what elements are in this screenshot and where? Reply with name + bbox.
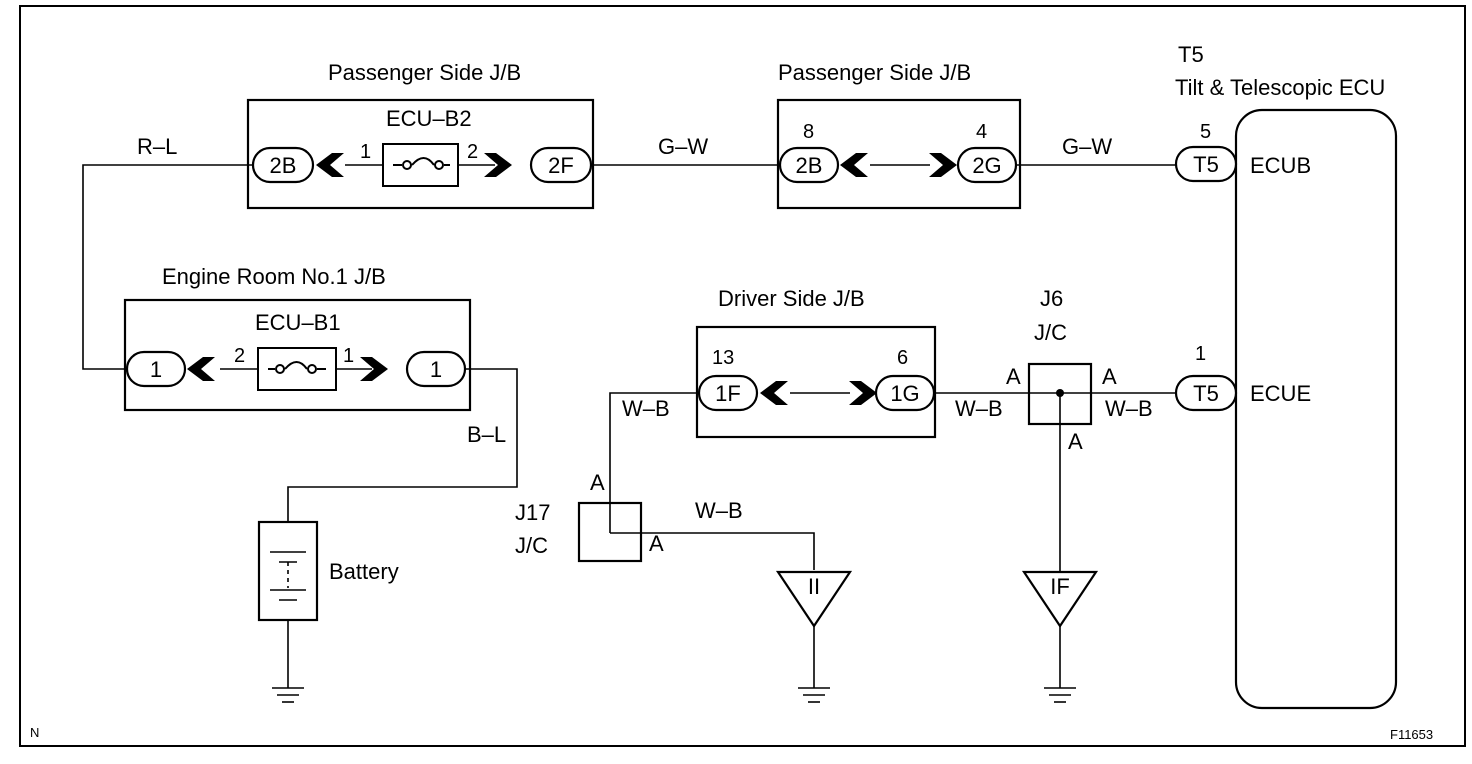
ground-if-label: IF — [1050, 574, 1070, 599]
passenger-jb-2: Passenger Side J/B 8 4 2B 2G — [776, 60, 1022, 210]
passenger-jb-1-title: Passenger Side J/B — [328, 60, 521, 85]
wire-bl: B–L — [467, 422, 506, 447]
j6-id: J6 — [1040, 286, 1063, 311]
j17-id: J17 — [515, 500, 550, 525]
driver-jb: Driver Side J/B 13 6 1F 1G — [695, 286, 937, 439]
passenger-jb-2-title: Passenger Side J/B — [778, 60, 971, 85]
wire-wb-driver-left: W–B — [622, 396, 670, 421]
ecu-bottom-pin: 1 — [1195, 343, 1206, 365]
wire-rl: R–L — [137, 134, 177, 159]
conn-2b-a: 2B — [270, 153, 297, 178]
driver-pin-left: 13 — [712, 347, 734, 369]
ground-ii: II — [775, 570, 853, 703]
ecu-top-pin: 5 — [1200, 121, 1211, 143]
j17-pin-top: A — [590, 470, 605, 495]
wire-wb-driver-right: W–B — [955, 396, 1003, 421]
j6-junction: J6 J/C A A A — [1006, 286, 1117, 454]
conn-1g: 1G — [890, 381, 919, 406]
conn-2g: 2G — [972, 153, 1001, 178]
conn-1f: 1F — [715, 381, 741, 406]
j6-type: J/C — [1034, 320, 1067, 345]
conn-1-b: 1 — [430, 357, 442, 382]
ecu-b1-pin-right: 1 — [343, 345, 354, 367]
ecu-terminal-ecue: ECUE — [1250, 381, 1311, 406]
ground-ii-label: II — [808, 574, 820, 599]
fuse-ecu-b1-label: ECU–B1 — [255, 310, 341, 335]
ecu-bottom-conn: T5 — [1193, 381, 1219, 406]
jb2-pin-left: 8 — [803, 121, 814, 143]
jb2-pin-right: 4 — [976, 121, 987, 143]
j17-junction: J17 J/C A A — [515, 470, 664, 563]
driver-jb-title: Driver Side J/B — [718, 286, 865, 311]
conn-2f: 2F — [548, 153, 574, 178]
figure-id: F11653 — [1390, 727, 1433, 742]
j6-pin-bottom: A — [1068, 429, 1083, 454]
passenger-jb-1: Passenger Side J/B ECU–B2 1 2 2B 2F — [246, 60, 595, 210]
ecu-b1-pin-left: 2 — [234, 345, 245, 367]
corner-label: N — [30, 725, 39, 740]
j6-pin-left: A — [1006, 364, 1021, 389]
battery: Battery — [257, 520, 399, 622]
ecu-code: T5 — [1178, 42, 1204, 67]
tilt-telescopic-ecu: T5 Tilt & Telescopic ECU 5 T5 ECUB 1 T5 … — [1174, 42, 1398, 710]
wire-gw-2: G–W — [1062, 134, 1112, 159]
ecu-top-conn: T5 — [1193, 152, 1219, 177]
engine-room-jb: Engine Room No.1 J/B ECU–B1 2 1 1 1 — [123, 264, 472, 412]
wire-gw-1: G–W — [658, 134, 708, 159]
fuse-ecu-b2-label: ECU–B2 — [386, 106, 472, 131]
engine-room-jb-title: Engine Room No.1 J/B — [162, 264, 386, 289]
ground-battery — [272, 687, 304, 703]
ground-if: IF — [1021, 570, 1099, 703]
ecu-name: Tilt & Telescopic ECU — [1175, 75, 1385, 100]
battery-label: Battery — [329, 559, 399, 584]
ecu-terminal-ecub: ECUB — [1250, 153, 1311, 178]
ecu-b2-pin-right: 2 — [467, 141, 478, 163]
driver-pin-right: 6 — [897, 347, 908, 369]
j17-type: J/C — [515, 533, 548, 558]
conn-2b-b: 2B — [796, 153, 823, 178]
j17-pin-right: A — [649, 531, 664, 556]
wire-wb-j6-right: W–B — [1105, 396, 1153, 421]
j6-pin-right: A — [1102, 364, 1117, 389]
conn-1-a: 1 — [150, 357, 162, 382]
ecu-b2-pin-left: 1 — [360, 141, 371, 163]
wire-wb-j17: W–B — [695, 498, 743, 523]
diagram-frame — [19, 5, 1466, 747]
